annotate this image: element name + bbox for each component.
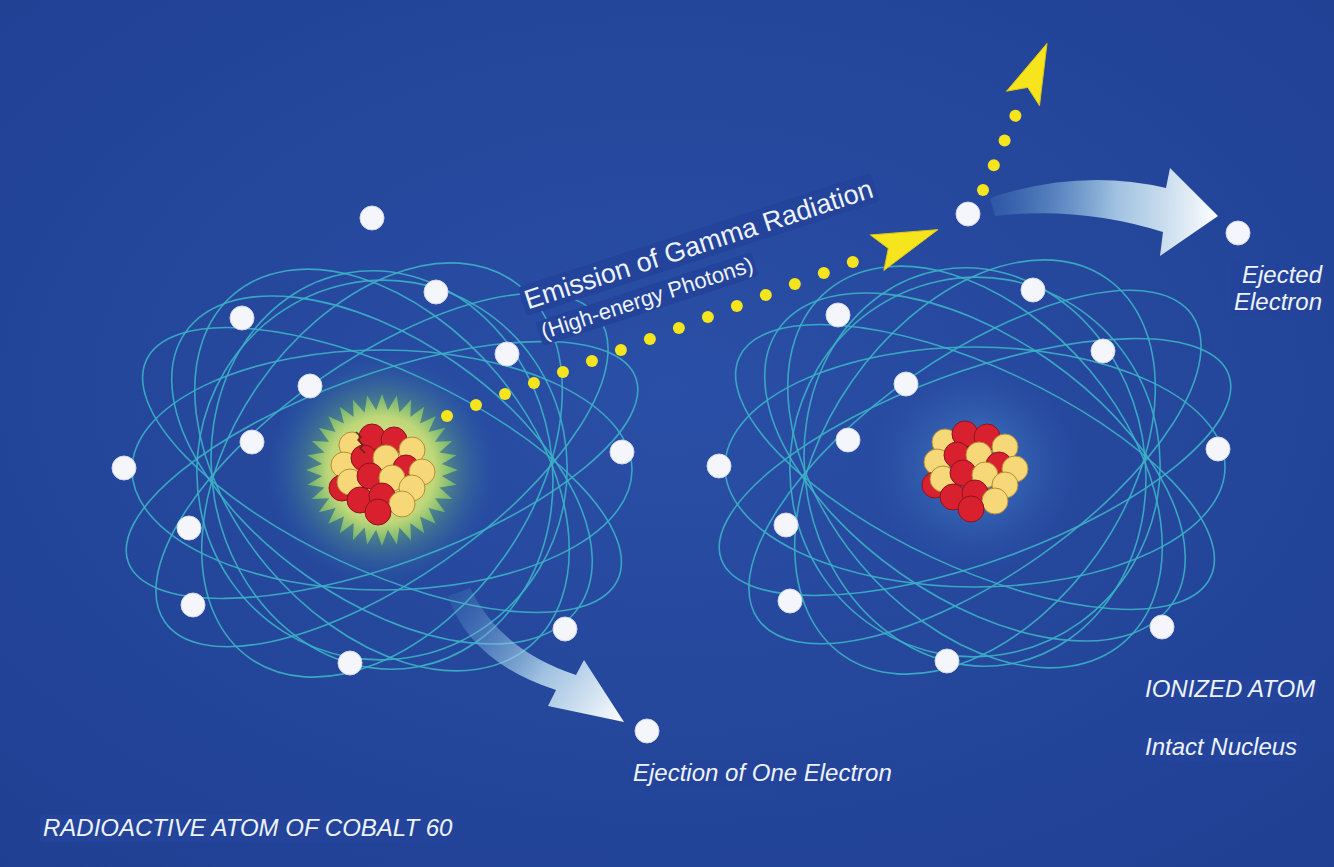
- electron-orbit: [704, 223, 1246, 711]
- photon-dot: [470, 399, 482, 411]
- electron: [778, 589, 802, 613]
- electron: [495, 342, 519, 366]
- photon-arrowhead: [1007, 43, 1047, 105]
- photon-dot: [977, 184, 989, 196]
- photon-dot: [702, 311, 714, 323]
- ejected-electron: [1226, 221, 1250, 245]
- electron: [230, 306, 254, 330]
- photon-dot: [441, 410, 453, 422]
- nucleus-glow: [855, 347, 1095, 587]
- electron-orbit: [167, 251, 597, 689]
- electron: [707, 454, 731, 478]
- photon-dot: [499, 388, 511, 400]
- electron: [1150, 615, 1174, 639]
- nucleus-label: Intact Nucleus: [1142, 734, 1300, 761]
- electron-orbit: [689, 285, 1261, 648]
- electron: [240, 430, 264, 454]
- photon-dot: [847, 256, 859, 268]
- electron: [112, 456, 136, 480]
- photon-dot: [673, 322, 685, 334]
- ejection-arrow: [990, 168, 1218, 256]
- excitation-mark: [356, 432, 365, 453]
- photon-dot: [644, 333, 656, 345]
- photon-dot: [988, 159, 1000, 171]
- electron: [935, 649, 959, 673]
- proton: [365, 499, 391, 525]
- photon-dot: [586, 355, 598, 367]
- radiation-burst: [306, 394, 458, 546]
- ejection-arrow: [448, 588, 624, 722]
- electron: [836, 428, 860, 452]
- electron: [553, 617, 577, 641]
- electron-orbit: [760, 248, 1190, 686]
- electron-orbit: [712, 194, 1237, 739]
- electron: [774, 513, 798, 537]
- orbit-group: [689, 193, 1261, 742]
- neutron: [389, 491, 415, 517]
- ionized-atom-label: IONIZED ATOM: [1142, 676, 1318, 703]
- photon-dot: [557, 366, 569, 378]
- photon-arrowhead: [870, 230, 938, 271]
- electron-orbit: [102, 228, 662, 712]
- ejected-electron: [635, 719, 659, 743]
- ejection-label: Ejection of One Electron: [630, 760, 895, 787]
- photon-dot: [789, 278, 801, 290]
- electron: [956, 202, 980, 226]
- photon-dot: [528, 377, 540, 389]
- electron: [181, 593, 205, 617]
- proton: [958, 496, 984, 522]
- photon-dot: [615, 344, 627, 356]
- electron-orbit: [725, 347, 1225, 587]
- electron-orbit: [132, 350, 632, 590]
- photon-dot: [760, 289, 772, 301]
- electron: [360, 206, 384, 230]
- photon-dot: [1009, 110, 1021, 122]
- electron: [1206, 437, 1230, 461]
- electron: [826, 303, 850, 327]
- neutron: [982, 488, 1008, 514]
- nucleus: [329, 424, 435, 525]
- electron: [1091, 339, 1115, 363]
- electron: [894, 372, 918, 396]
- electron: [1021, 278, 1045, 302]
- electron-orbit: [96, 288, 668, 651]
- electrons: [707, 202, 1230, 673]
- electron-orbit: [180, 244, 584, 697]
- gamma-photon-path: [977, 43, 1047, 196]
- electron-orbit: [695, 225, 1255, 709]
- electron: [424, 280, 448, 304]
- electron: [298, 374, 322, 398]
- electron: [610, 440, 634, 464]
- electron-orbit: [773, 241, 1177, 694]
- nucleus-glow: [267, 355, 497, 585]
- atom-caption: RADIOACTIVE ATOM OF COBALT 60: [40, 815, 455, 842]
- ionized-atom: [689, 193, 1261, 742]
- photon-dot: [731, 300, 743, 312]
- photon-dot: [818, 267, 830, 279]
- photon-dot: [999, 135, 1011, 147]
- ejected-electron-label: Ejected Electron: [1231, 262, 1325, 316]
- electron: [177, 516, 201, 540]
- nucleus: [922, 421, 1028, 522]
- electron: [338, 651, 362, 675]
